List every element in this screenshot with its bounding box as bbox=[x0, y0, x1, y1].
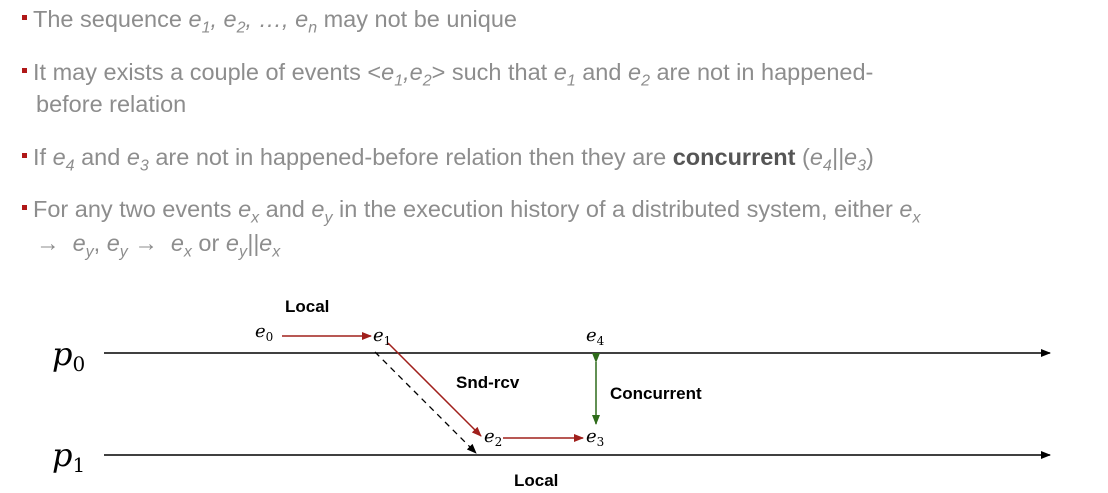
label-concurrent: Concurrent bbox=[610, 384, 702, 403]
bullet-3: If e4 and e3 are not in happened-before … bbox=[22, 142, 874, 174]
event-label-e2: e2 bbox=[484, 426, 502, 449]
event-label-e0: e0 bbox=[255, 321, 273, 344]
bullet-4: For any two events ex and ey in the exec… bbox=[22, 194, 920, 226]
bullet-marker bbox=[22, 15, 27, 21]
bullet-1: The sequence e1, e2, …, en may not be un… bbox=[22, 4, 517, 36]
event-label-e1: e1 bbox=[373, 325, 391, 348]
bullet-marker bbox=[22, 68, 27, 74]
label-local-top: Local bbox=[285, 297, 329, 316]
bullet-2-continuation: before relation bbox=[36, 91, 187, 117]
bullet-4-continuation: → ey, ey → ex or ey||ex bbox=[36, 230, 281, 261]
process-label-p1: p1 bbox=[52, 436, 85, 477]
bullet-marker bbox=[22, 153, 27, 159]
arrow-e1-e2-send-receive bbox=[387, 342, 482, 437]
bold-term: concurrent bbox=[672, 144, 796, 170]
process-label-p0: p0 bbox=[52, 335, 85, 376]
bullet-marker bbox=[22, 205, 27, 211]
bullet-2: It may exists a couple of events <e1,e2>… bbox=[22, 57, 873, 89]
event-label-e4: e4 bbox=[586, 325, 605, 348]
label-snd-rcv: Snd-rcv bbox=[456, 373, 520, 392]
event-label-e3: e3 bbox=[586, 426, 604, 449]
dashed-message-arrow bbox=[374, 351, 477, 454]
label-local-bottom: Local bbox=[514, 471, 558, 490]
